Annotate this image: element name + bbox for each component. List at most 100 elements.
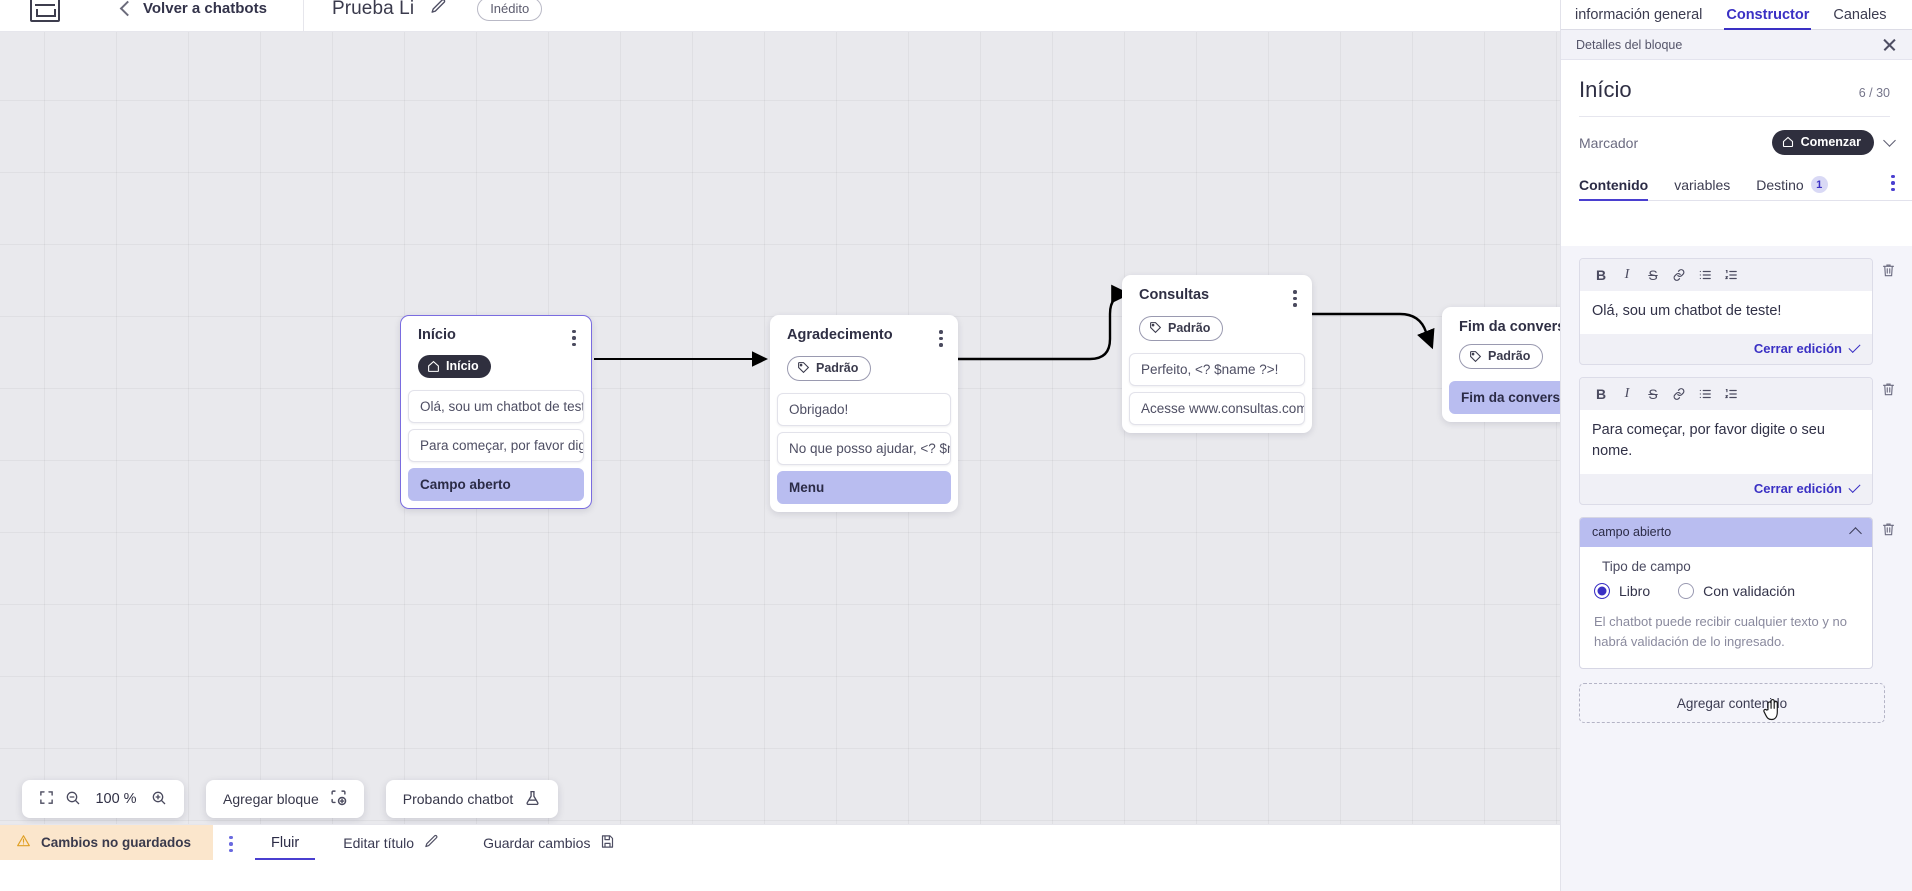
tab-constructor-label: Constructor: [1726, 7, 1810, 23]
tab-variables[interactable]: variables: [1674, 177, 1730, 200]
panel-tabs: información general Constructor Canales: [1561, 0, 1912, 30]
rich-text-editor[interactable]: B I S: [1579, 258, 1873, 366]
field-settings-block: campo abierto Tipo de campo Libro: [1579, 517, 1903, 670]
marcador-value-pill[interactable]: Comenzar: [1771, 130, 1874, 155]
bullet-list-icon[interactable]: [1692, 383, 1718, 405]
back-to-chatbots-button[interactable]: Volver a chatbots: [119, 0, 267, 17]
close-edit-button[interactable]: Cerrar edición: [1753, 340, 1861, 357]
flow-connectors: [594, 284, 1435, 367]
node-item[interactable]: Para começar, por favor digite o ...: [408, 429, 584, 462]
trash-icon[interactable]: [1873, 258, 1903, 278]
destino-badge: 1: [1810, 176, 1828, 193]
editor-toolbar: B I S: [1580, 259, 1872, 291]
tab-fluir[interactable]: Fluir: [249, 825, 321, 860]
flow-node-agradecimento[interactable]: Agradecimento Padrão Obrigado! No que po…: [770, 315, 958, 512]
node-item[interactable]: Menu: [777, 470, 951, 504]
node-item[interactable]: Acesse www.consultas.com par...: [1129, 391, 1305, 425]
flow-node-inicio[interactable]: Início Início Olá, sou um chatbot de tes…: [400, 315, 592, 509]
rich-text-editor[interactable]: B I S: [1579, 377, 1873, 506]
accordion-header[interactable]: campo abierto: [1580, 518, 1872, 548]
flow-node-consultas[interactable]: Consultas Padrão Perfeito, <? $name ?>! …: [1122, 275, 1312, 433]
italic-icon[interactable]: I: [1624, 267, 1630, 282]
edit-title-label: Editar título: [343, 834, 415, 851]
node-title: Agradecimento: [787, 327, 893, 343]
radio-icon: [1594, 583, 1610, 600]
status-bar: Cambios no guardados Fluir Editar título…: [0, 824, 1560, 860]
kebab-icon: [1891, 172, 1895, 191]
radio-option-libro-label: Libro: [1619, 583, 1651, 600]
add-block-button[interactable]: Agregar bloque: [206, 780, 364, 818]
add-content-button[interactable]: Agregar contenido: [1579, 683, 1885, 724]
add-content-label: Agregar contenido: [1676, 695, 1788, 711]
save-changes-label: Guardar cambios: [483, 834, 591, 851]
tag-icon: [1470, 350, 1482, 362]
node-item[interactable]: No que posso ajudar, <? $name ...: [777, 431, 951, 465]
pencil-icon[interactable]: [430, 0, 447, 20]
editor-footer: Cerrar edición: [1580, 334, 1872, 364]
node-item[interactable]: Olá, sou um chatbot de teste!: [408, 390, 584, 423]
node-item[interactable]: Campo aberto: [408, 468, 584, 501]
test-chatbot-button[interactable]: Probando chatbot: [385, 780, 559, 818]
kebab-icon[interactable]: [939, 327, 943, 347]
bullet-list-icon[interactable]: [1692, 264, 1718, 286]
italic-icon[interactable]: I: [1624, 386, 1630, 402]
strikethrough-icon[interactable]: S: [1648, 267, 1658, 283]
node-items: Fim da conversa: [1442, 381, 1560, 414]
strikethrough-icon[interactable]: S: [1648, 386, 1658, 403]
flow-node-fim-da-conversa[interactable]: Fim da conversa Padrão Fim da conversa: [1442, 307, 1560, 422]
back-to-chatbots-label: Volver a chatbots: [143, 0, 267, 17]
tab-informacion-general[interactable]: información general: [1561, 7, 1714, 29]
chevron-down-icon[interactable]: [1883, 133, 1896, 147]
zoom-in-icon[interactable]: [151, 790, 167, 809]
tab-constructor[interactable]: Constructor: [1714, 7, 1821, 30]
link-icon[interactable]: [1666, 264, 1692, 286]
node-items: Obrigado! No que posso ajudar, <? $name …: [770, 392, 958, 504]
numbered-list-icon[interactable]: [1718, 383, 1744, 405]
tab-variables-label: variables: [1674, 177, 1731, 193]
fit-screen-icon[interactable]: [39, 790, 54, 808]
close-edit-button[interactable]: Cerrar edición: [1753, 480, 1861, 497]
radio-option-con-validacion[interactable]: Con validación: [1678, 583, 1795, 600]
trash-icon[interactable]: [1873, 517, 1903, 537]
radio-option-libro[interactable]: Libro: [1594, 583, 1651, 600]
node-items: Perfeito, <? $name ?>! Acesse www.consul…: [1122, 352, 1312, 425]
close-edit-label: Cerrar edición: [1753, 341, 1842, 357]
node-tag-label: Padrão: [1488, 349, 1531, 363]
block-title-row: Início 6 / 30: [1561, 60, 1912, 103]
tab-canales[interactable]: Canales: [1821, 7, 1898, 29]
block-title: Início: [1579, 77, 1632, 102]
bold-icon[interactable]: B: [1595, 386, 1607, 403]
editor-text[interactable]: Olá, sou um chatbot de teste!: [1580, 291, 1872, 335]
panel-overflow-button[interactable]: [1874, 172, 1897, 201]
kebab-icon[interactable]: [1293, 287, 1297, 307]
field-helper-text: El chatbot puede recibir cualquier texto…: [1594, 614, 1847, 650]
link-icon[interactable]: [1666, 383, 1692, 405]
close-icon[interactable]: [1882, 37, 1897, 52]
node-item[interactable]: Obrigado!: [777, 392, 951, 426]
content-tabs: Contenido variables Destino 1: [1579, 171, 1912, 201]
tab-destino[interactable]: Destino 1: [1756, 176, 1828, 200]
tab-informacion-general-label: información general: [1575, 7, 1703, 23]
status-kebab-button[interactable]: [213, 825, 249, 860]
tab-contenido[interactable]: Contenido: [1579, 177, 1649, 201]
unsaved-changes-indicator: Cambios no guardados: [0, 825, 214, 860]
flow-canvas[interactable]: Início Início Olá, sou um chatbot de tes…: [0, 32, 1560, 860]
edit-title-button[interactable]: Editar título: [321, 825, 461, 860]
node-header: Agradecimento: [770, 324, 958, 347]
node-item[interactable]: Fim da conversa: [1449, 381, 1560, 414]
content-editor-block: B I S: [1579, 258, 1903, 366]
panel-header-label: Detalles del bloque: [1576, 37, 1683, 52]
tab-canales-label: Canales: [1833, 7, 1887, 23]
editor-text[interactable]: Para começar, por favor digite o seu nom…: [1580, 410, 1872, 475]
save-changes-button[interactable]: Guardar cambios: [461, 825, 637, 860]
bold-icon[interactable]: B: [1595, 267, 1607, 283]
close-edit-label: Cerrar edición: [1753, 481, 1842, 497]
accordion-title: campo abierto: [1592, 525, 1672, 540]
kebab-icon[interactable]: [572, 327, 576, 346]
trash-icon[interactable]: [1873, 377, 1903, 397]
node-item[interactable]: Perfeito, <? $name ?>!: [1129, 352, 1305, 386]
zoom-out-icon[interactable]: [65, 790, 81, 809]
numbered-list-icon[interactable]: [1718, 264, 1744, 286]
save-icon: [600, 834, 615, 852]
node-tag-label: Padrão: [816, 360, 859, 375]
